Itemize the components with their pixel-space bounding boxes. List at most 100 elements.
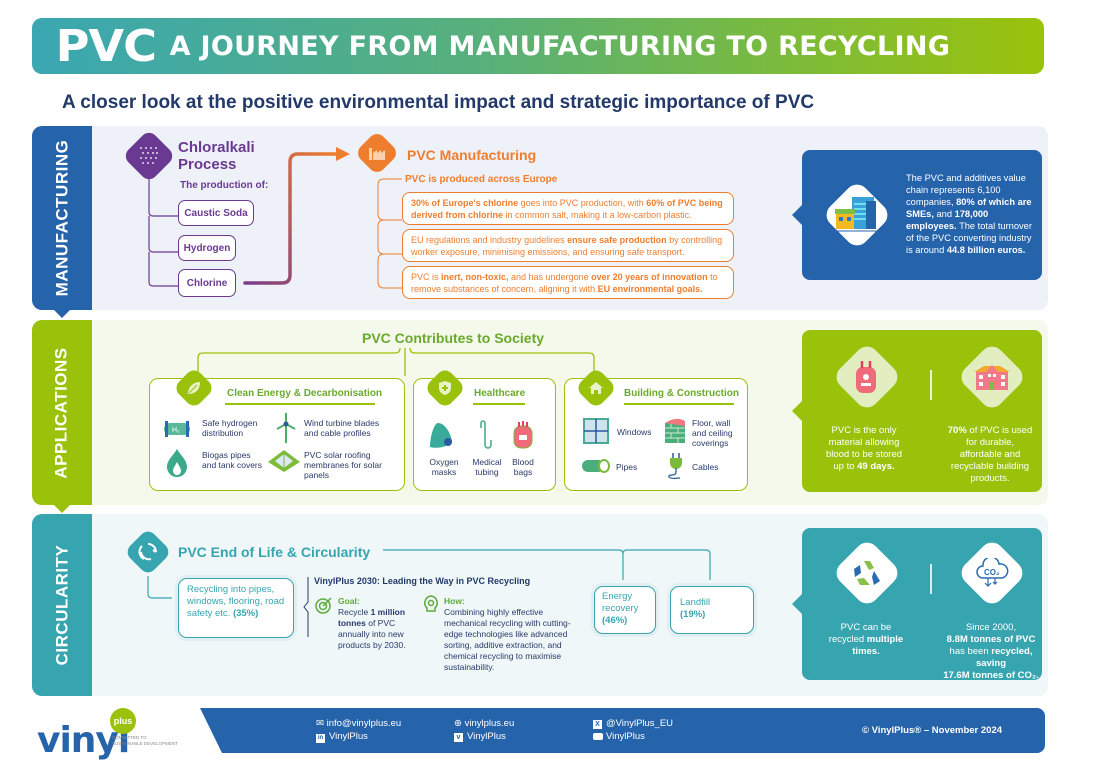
chloralkali-icon xyxy=(122,129,176,183)
youtube-icon xyxy=(593,732,603,740)
svg-text:CO₂: CO₂ xyxy=(984,568,1000,577)
applications-title: PVC Contributes to Society xyxy=(362,330,545,346)
target-icon xyxy=(315,596,333,619)
brace-divider xyxy=(303,577,309,637)
landfill-box: Landfill(19%) xyxy=(670,586,754,634)
tab-notch xyxy=(54,505,70,513)
manufacturing-tab: MANUFACTURING xyxy=(32,126,92,318)
x-icon: X xyxy=(593,720,602,729)
title-underline xyxy=(473,403,525,405)
recycle-arrows-icon xyxy=(123,527,173,577)
product-chlorine: Chlorine xyxy=(178,269,236,297)
page-subtitle: A closer look at the positive environmen… xyxy=(62,92,815,113)
goal-text: Goal: Recycle 1 million tonnes of PVC an… xyxy=(338,596,406,650)
circularity-connector-lines xyxy=(147,549,711,599)
energy-recovery-box: Energy recovery(46%) xyxy=(594,586,656,634)
footer-x[interactable]: X@VinylPlus_EU xyxy=(593,717,673,730)
shield-cross-icon xyxy=(423,366,467,410)
value-chain-callout: The PVC and additives value chain repres… xyxy=(792,150,1042,280)
item-oxygen-masks: Oxygen masks xyxy=(429,457,459,477)
solar-roof-icon xyxy=(266,448,302,479)
circularity-tab: CIRCULARITY xyxy=(32,514,92,696)
hydrogen-pipe-icon: H₂ xyxy=(161,419,193,444)
co2-cloud-icon: CO₂ xyxy=(956,537,1028,609)
cable-plug-icon xyxy=(666,452,686,485)
tab-notch xyxy=(54,310,70,318)
pipe-icon xyxy=(581,458,611,479)
leaf-icon xyxy=(172,366,216,410)
header-logo: PVC xyxy=(55,20,157,72)
product-hydrogen: Hydrogen xyxy=(178,235,236,261)
blood-storage-text: PVC is the only material allowing blood … xyxy=(825,425,903,472)
buildings-icon xyxy=(821,179,893,251)
co2-saving-text: Since 2000, 8.8M tonnes of PVC has been … xyxy=(943,622,1039,681)
footer-email[interactable]: ✉ info@vinylplus.eu xyxy=(316,718,402,729)
product-caustic-soda: Caustic Soda xyxy=(178,200,254,226)
recycle-icon xyxy=(831,537,903,609)
house-large-icon xyxy=(956,341,1028,413)
circularity-callout: CO₂ PVC can be recycled multiple times. … xyxy=(792,528,1042,681)
chloralkali-title: Chloralkali Process xyxy=(178,139,255,173)
linkedin-icon: in xyxy=(316,734,325,743)
recycling-share-box: Recycling into pipes, windows, flooring,… xyxy=(178,578,294,638)
chloralkali-connector-lines xyxy=(148,170,178,287)
building-title: Building & Construction xyxy=(624,388,739,399)
circularity-title: PVC End of Life & Circularity xyxy=(178,544,371,560)
how-text: How: Combining highly effective mechanic… xyxy=(444,596,571,672)
pvc-fact-innovation: PVC is inert, non-toxic, and has undergo… xyxy=(402,266,734,299)
item-blood-bags: Blood bags xyxy=(512,457,534,477)
factory-icon xyxy=(354,130,400,176)
mail-icon: ✉ xyxy=(316,718,327,729)
pvc-manufacturing-title: PVC Manufacturing xyxy=(407,147,537,163)
pvc-connector-lines xyxy=(377,178,402,289)
callout-divider xyxy=(930,564,932,594)
window-icon xyxy=(583,418,609,449)
blood-bag-large-icon xyxy=(831,341,903,413)
item-biogas: Biogas pipes and tank covers xyxy=(202,450,263,470)
vinylplus-2030-title: VinylPlus 2030: Leading the Way in PVC R… xyxy=(314,576,531,586)
applications-callout: PVC is the only material allowing blood … xyxy=(792,330,1042,492)
item-solar: PVC solar roofing membranes for solar pa… xyxy=(304,450,382,480)
healthcare-title: Healthcare xyxy=(474,388,526,399)
item-hydrogen: Safe hydrogen distribution xyxy=(202,418,258,438)
building-products-text: 70% of PVC is used for durable, affordab… xyxy=(947,425,1033,484)
house-icon xyxy=(574,366,618,410)
medical-tubing-icon xyxy=(478,420,494,455)
footer-website[interactable]: ⊕ vinylplus.eu xyxy=(454,718,515,729)
applications-connector-lines xyxy=(197,348,595,376)
item-pipes: Pipes xyxy=(616,462,638,472)
item-wind-turbine: Wind turbine blades and cable profiles xyxy=(304,418,380,438)
item-floor-wall-ceiling: Floor, wall and ceiling coverings xyxy=(692,418,733,448)
lightbulb-gear-icon xyxy=(423,595,439,620)
flame-icon xyxy=(166,448,188,483)
title-underline xyxy=(624,403,734,405)
recycled-multiple-text: PVC can be recycled multiple times. xyxy=(828,622,904,657)
vimeo-icon: v xyxy=(454,733,463,742)
footer-copyright: © VinylPlus® – November 2024 xyxy=(862,725,1003,736)
footer-youtube[interactable]: VinylPlus xyxy=(593,730,645,743)
pvc-fact-safety: EU regulations and industry guidelines e… xyxy=(402,229,734,262)
page-title: A JOURNEY FROM MANUFACTURING TO RECYCLIN… xyxy=(169,30,951,62)
item-windows: Windows xyxy=(617,427,652,437)
clean-energy-title: Clean Energy & Decarbonisation xyxy=(227,388,383,399)
header-banner: PVC A JOURNEY FROM MANUFACTURING TO RECY… xyxy=(32,18,1044,74)
wall-covering-icon xyxy=(664,418,686,449)
logo-plus-badge: plus xyxy=(110,708,136,734)
oxygen-mask-icon xyxy=(428,421,454,456)
item-cables: Cables xyxy=(692,462,719,472)
callout-divider xyxy=(930,370,932,400)
title-underline xyxy=(225,403,375,405)
footer-bar xyxy=(200,708,1045,753)
svg-text:H₂: H₂ xyxy=(172,427,180,434)
pvc-fact-chlorine: 30% of Europe's chlorine goes into PVC p… xyxy=(402,192,734,225)
value-chain-text: The PVC and additives value chain repres… xyxy=(906,173,1032,255)
chloralkali-subtitle: The production of: xyxy=(180,180,269,191)
pvc-manufacturing-subtitle: PVC is produced across Europe xyxy=(405,174,558,185)
blood-bag-icon xyxy=(512,420,534,455)
wind-turbine-icon xyxy=(275,412,297,449)
applications-tab: APPLICATIONS xyxy=(32,320,92,513)
item-medical-tubing: Medical tubing xyxy=(472,457,502,477)
